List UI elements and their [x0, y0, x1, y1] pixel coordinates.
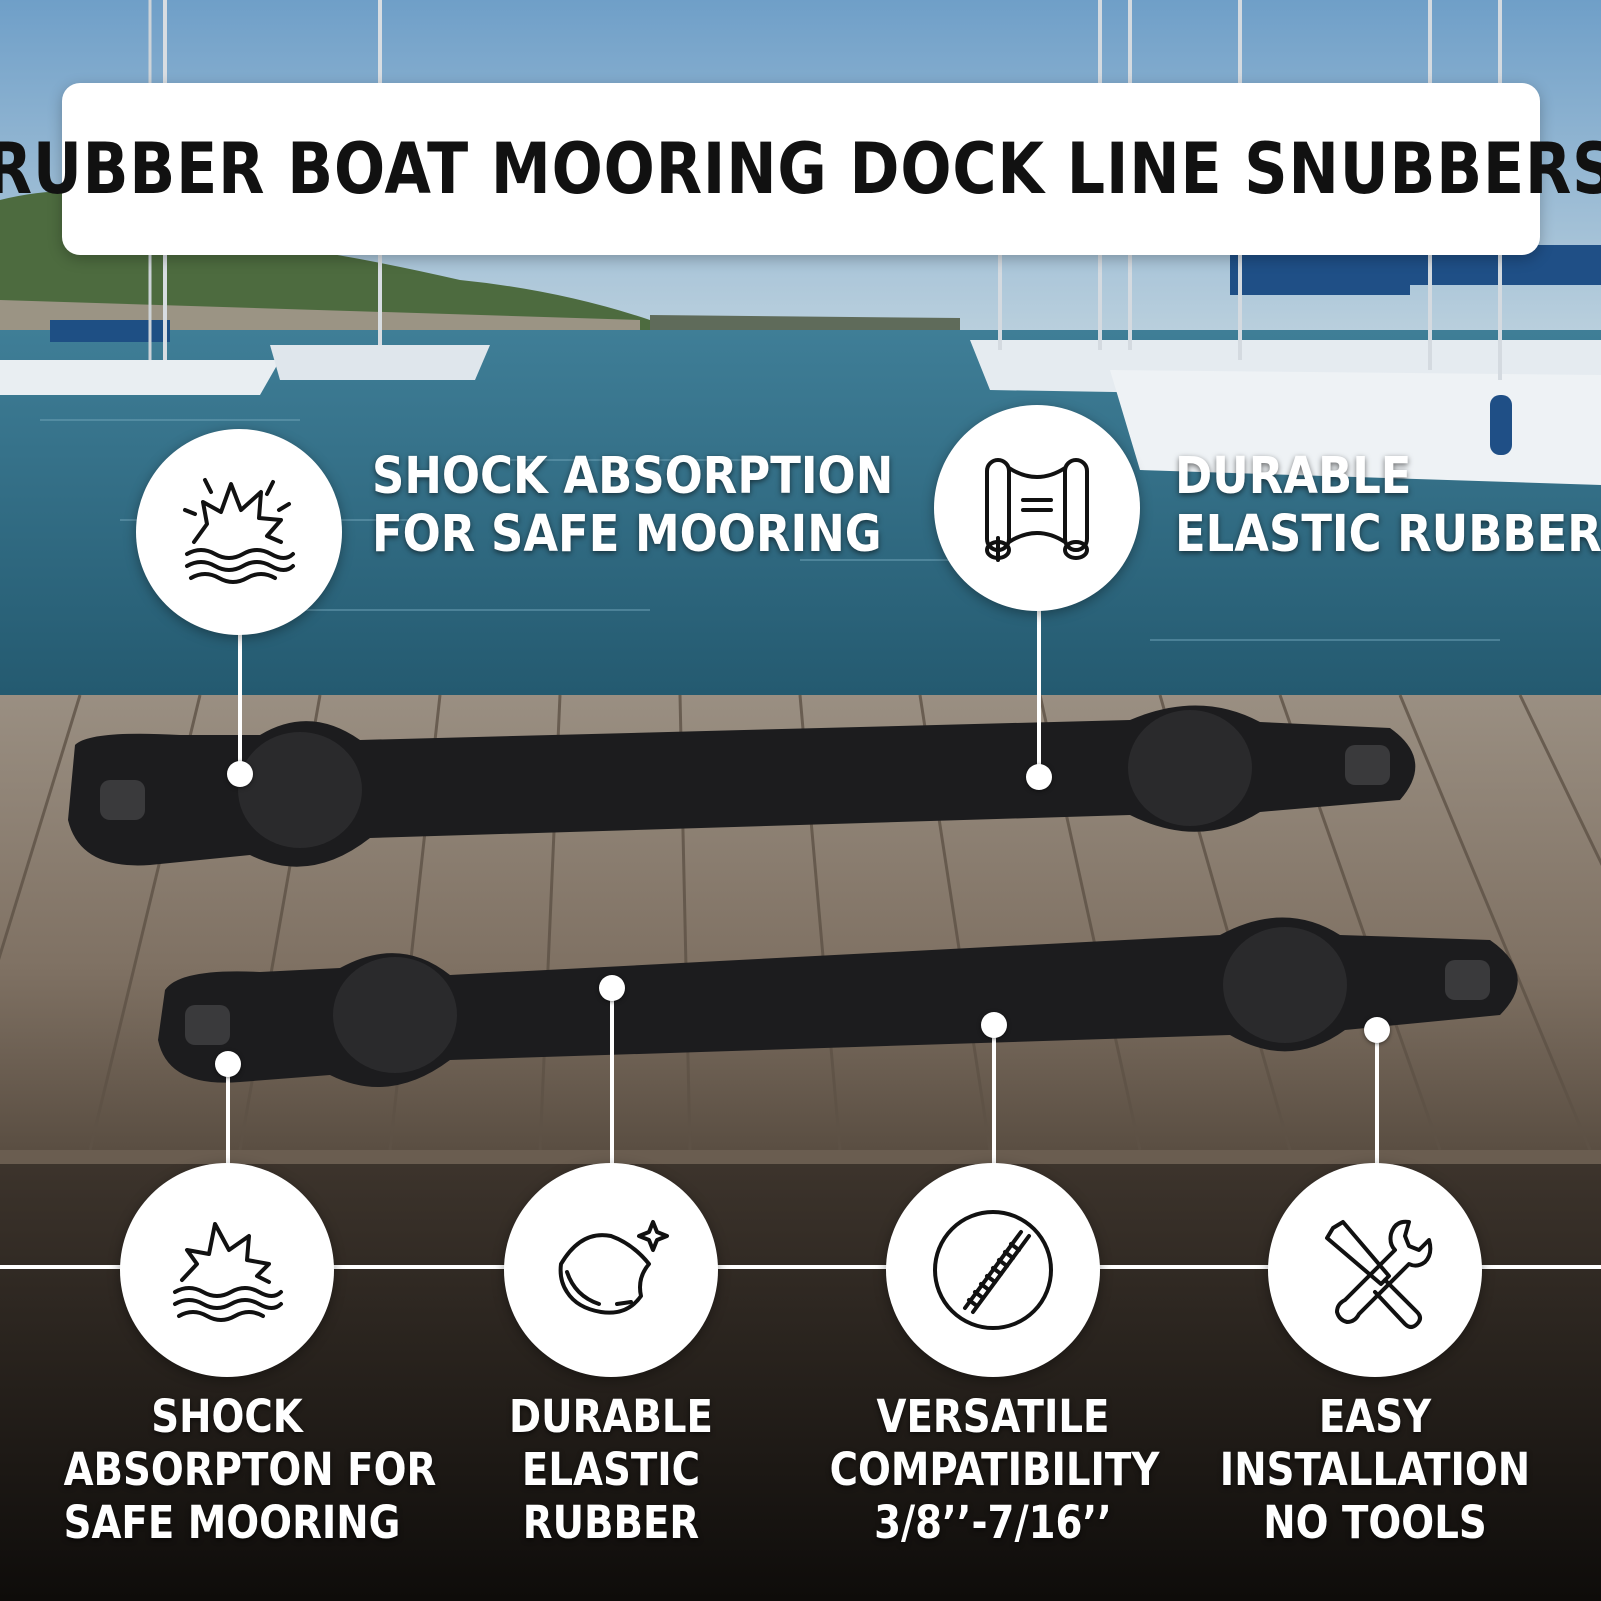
connector-line	[1375, 1030, 1379, 1245]
bottom-circle-compatibility	[886, 1163, 1100, 1377]
rope-icon	[933, 1210, 1053, 1330]
tools-icon	[1325, 1219, 1433, 1329]
page-title: RUBBER BOAT MOORING DOCK LINE SNUBBERS	[0, 128, 1601, 210]
connector-line	[226, 1065, 230, 1245]
snubber-bottom	[158, 917, 1518, 1087]
feature-label-shock-absorption: SHOCK ABSORPTION FOR SAFE MOORING	[372, 447, 894, 564]
bottom-circle-installation	[1268, 1163, 1482, 1377]
shock-splash-icon	[173, 1222, 283, 1322]
bottom-circle-durable	[504, 1163, 718, 1377]
connector-line	[992, 1025, 996, 1245]
connector-dot	[599, 975, 625, 1001]
connector-line	[1037, 600, 1041, 775]
connector-line	[238, 600, 242, 770]
title-card: RUBBER BOAT MOORING DOCK LINE SNUBBERS	[0, 83, 1601, 255]
connector-dot	[1364, 1017, 1390, 1043]
feature-label-durable-rubber: DURABLE ELASTIC RUBBER	[1175, 447, 1601, 564]
feature-circle-durable	[934, 405, 1140, 611]
divider-line	[0, 1265, 1601, 1269]
feature-label-shock: SHOCK ABSORPTON FOR SAFE MOORING	[63, 1390, 437, 1549]
feature-circle-shock	[136, 429, 342, 635]
shock-splash-icon	[183, 478, 295, 584]
feature-label-durable: DURABLE ELASTIC RUBBER	[509, 1390, 713, 1549]
stretch-rubber-icon	[985, 458, 1089, 562]
connector-dot	[227, 761, 253, 787]
connector-dot	[215, 1051, 241, 1077]
rubber-sheet-icon	[558, 1220, 669, 1315]
bottom-circle-shock	[120, 1163, 334, 1377]
snubber-top	[68, 705, 1416, 867]
connector-dot	[1026, 764, 1052, 790]
feature-label-versatile: VERSATILE COMPATIBILITY 3/8’’-7/16’’	[829, 1390, 1160, 1549]
connector-line	[610, 988, 614, 1243]
connector-dot	[981, 1012, 1007, 1038]
feature-label-installation: EASY INSTALLATION NO TOOLS	[1219, 1390, 1531, 1549]
